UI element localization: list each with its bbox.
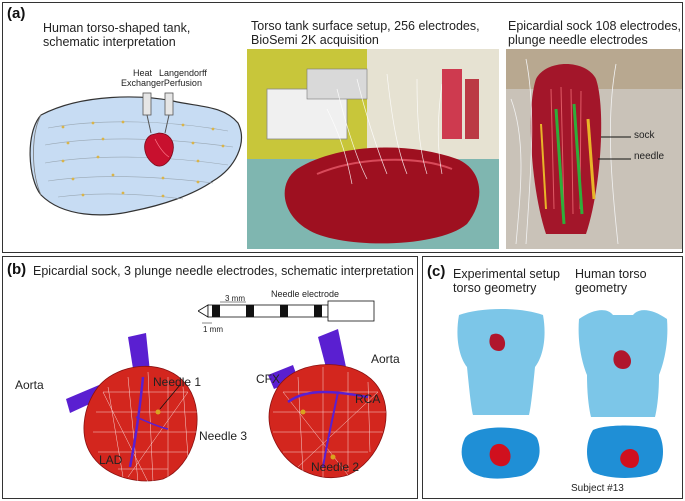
needle1-label: Needle 1: [153, 375, 202, 389]
panel-c: (c) Experimental setup torso geometry Hu…: [422, 256, 683, 499]
experimental-setup-caption: Experimental setup torso geometry: [453, 267, 561, 295]
right-heart-model: [268, 329, 387, 478]
needle2-label: Needle 2: [311, 460, 360, 474]
right-aorta-label: Aorta: [371, 352, 400, 366]
panel-c-label: (c): [427, 263, 446, 280]
human-torso-cross-section: [587, 425, 663, 478]
cfx-label: CFX: [256, 372, 280, 386]
rca-label: RCA: [355, 392, 381, 406]
experimental-torso-front: [457, 309, 545, 415]
heat-exchanger-label: Heat Exchanger: [121, 68, 165, 88]
torso-tank-photo: [247, 49, 499, 249]
langendorff-label: Langendorff Perfusion: [159, 68, 207, 88]
epicardial-sock-photo: [506, 49, 682, 249]
left-aorta-label: Aorta: [15, 378, 44, 392]
dim-3mm-label: 3 mm: [225, 294, 245, 303]
dim-1mm-label: 1 mm: [203, 325, 223, 334]
panel-b-label: (b): [7, 261, 27, 278]
photo1-caption: Torso tank surface setup, 256 electrodes…: [251, 19, 480, 47]
photo2-caption: Epicardial sock 108 electrodes, plunge n…: [508, 19, 682, 47]
tank-caption: Human torso-shaped tank, schematic inter…: [43, 21, 191, 49]
panel-a: (a) Human torso-shaped tank, schematic i…: [2, 2, 683, 253]
panel-a-label: (a): [7, 5, 26, 22]
needle-electrode-title: Needle electrode: [271, 289, 340, 299]
lad-label: LAD: [99, 453, 123, 467]
sock-label: sock: [634, 130, 655, 141]
needle-label: needle: [634, 151, 665, 162]
needle-electrode-diagram: [198, 300, 375, 324]
needle3-label: Needle 3: [199, 429, 248, 443]
subject-label: Subject #13: [571, 483, 624, 494]
human-torso-caption: Human torso geometry: [575, 267, 647, 295]
torso-tank-schematic: [29, 92, 243, 216]
panel-b-caption: Epicardial sock, 3 plunge needle electro…: [33, 264, 414, 278]
left-heart-model: [66, 333, 198, 483]
panel-b: (b) Epicardial sock, 3 plunge needle ele…: [2, 256, 418, 499]
human-torso-front: [578, 310, 668, 417]
experimental-torso-cross-section: [461, 427, 540, 479]
